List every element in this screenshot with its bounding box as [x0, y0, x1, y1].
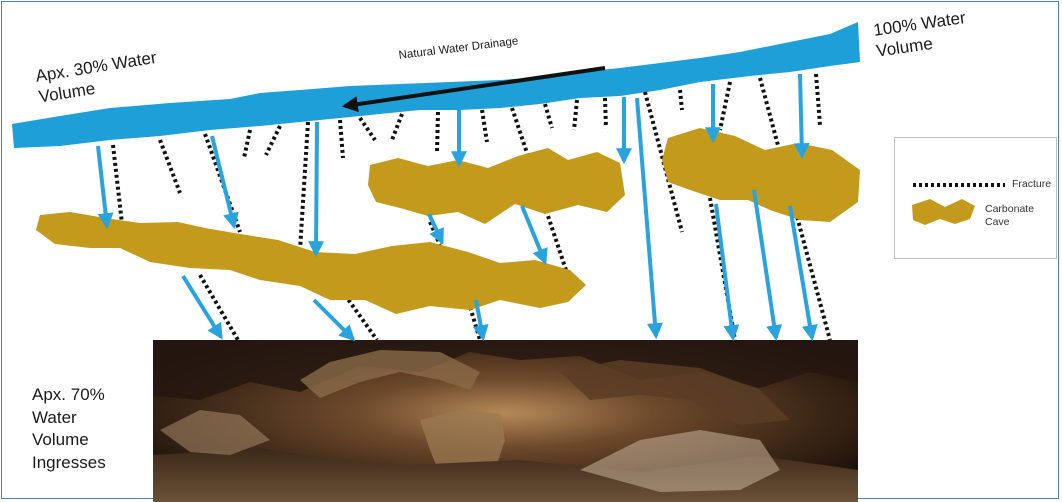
- ingress-line: Water: [32, 407, 142, 430]
- legend-cave-label: Carbonate Cave: [985, 203, 1045, 229]
- ingress-line: Apx. 70%: [32, 384, 142, 407]
- legend-cave-line: Cave: [985, 216, 1045, 229]
- ingress-label: Apx. 70% Water Volume Ingresses: [32, 384, 142, 474]
- legend-fracture-label: Fracture: [1012, 178, 1051, 191]
- ingress-line: Volume: [32, 429, 142, 452]
- legend-cave-symbol: [912, 199, 975, 225]
- legend-cave-line: Carbonate: [985, 203, 1045, 216]
- ingress-line: Ingresses: [32, 452, 142, 475]
